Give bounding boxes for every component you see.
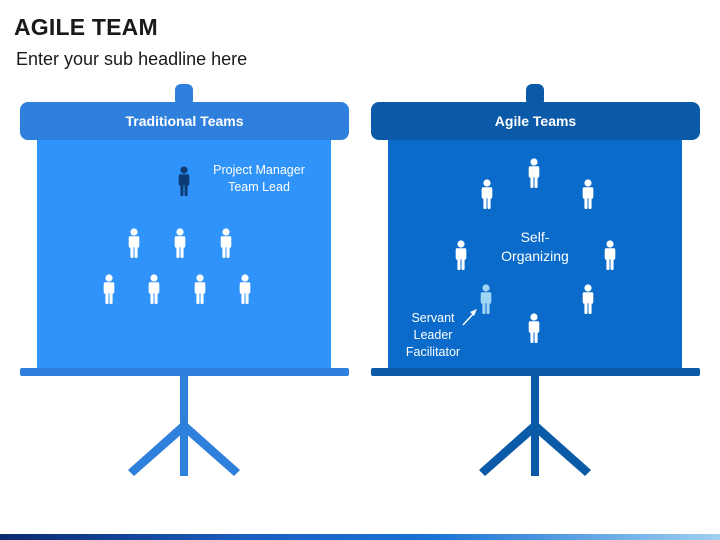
servant-leader-label: Servant Leader Facilitator	[396, 310, 470, 361]
traditional-stand	[128, 372, 240, 476]
agile-teams-header: Agile Teams	[494, 113, 577, 129]
self-organizing-label: Self- Organizing	[490, 228, 580, 266]
project-manager-label: Project Manager Team Lead	[204, 162, 314, 196]
agile-top-knob	[526, 84, 544, 106]
servant-leader-line1: Servant	[411, 311, 455, 325]
traditional-teams-header: Traditional Teams	[125, 113, 244, 129]
agile-bottom-bar	[371, 368, 700, 376]
traditional-board	[20, 84, 349, 476]
arrow-icon	[462, 309, 477, 326]
agile-header-bar	[371, 102, 700, 140]
self-organizing-line1: Self-	[520, 229, 550, 245]
traditional-top-knob	[175, 84, 193, 106]
self-organizing-line2: Organizing	[501, 248, 569, 264]
agile-board	[371, 84, 700, 476]
project-manager-line2: Team Lead	[228, 180, 290, 194]
servant-leader-line2: Leader	[413, 328, 453, 342]
slide-title: AGILE TEAM	[14, 14, 158, 40]
footer-gradient-bar	[0, 534, 720, 540]
servant-leader-line3: Facilitator	[405, 345, 461, 359]
traditional-header-bar	[20, 102, 349, 140]
slide-subtitle: Enter your sub headline here	[16, 49, 248, 69]
agile-stand	[479, 372, 591, 476]
traditional-bottom-bar	[20, 368, 349, 376]
project-manager-line1: Project Manager	[213, 163, 305, 177]
